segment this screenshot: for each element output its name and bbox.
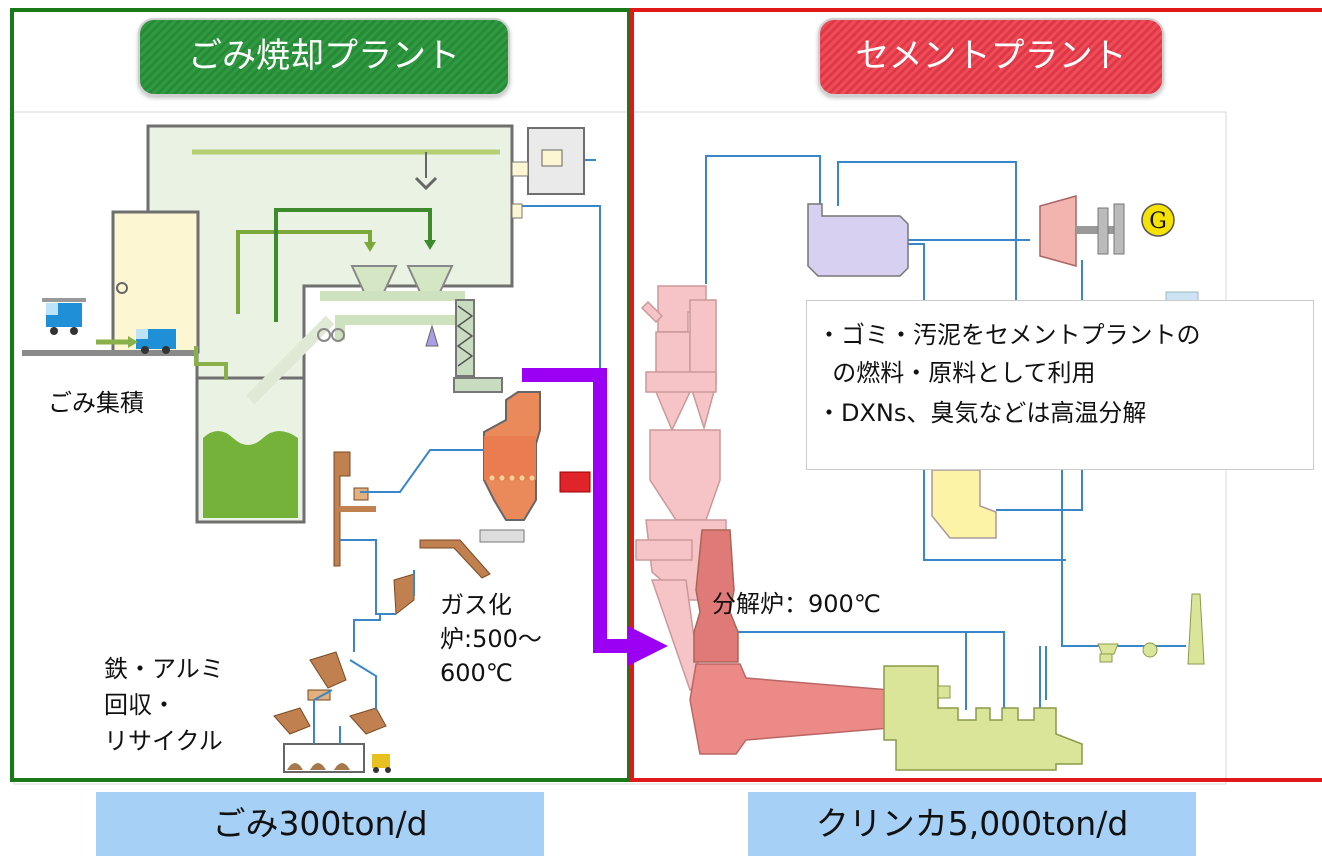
- boiler: [807, 203, 909, 277]
- blower: [559, 471, 591, 493]
- generator-icon: [1141, 203, 1175, 237]
- stack: [1187, 593, 1205, 665]
- cement-plant-title: セメントプラント: [818, 18, 1164, 96]
- turbine: [1039, 195, 1077, 267]
- label-calciner: 分解炉：900℃: [712, 590, 881, 618]
- loader-icon: [372, 754, 390, 768]
- generator-label: G: [1149, 209, 1167, 234]
- transfer-arrowhead: [628, 626, 668, 666]
- label-recycle-line1: 鉄・アルミ: [104, 655, 224, 683]
- receiving-hall: [111, 210, 200, 354]
- notes-box: ・ゴミ・汚泥をセメントプラントの の燃料・原料として利用 ・DXNs、臭気などは…: [806, 300, 1314, 470]
- flow-arrow: [274, 208, 432, 322]
- note-line: の燃料・原料として利用: [817, 359, 1096, 387]
- flow-arrow: [236, 230, 372, 314]
- bypass-unit: [931, 469, 997, 539]
- clinker-cooler: [883, 665, 1083, 771]
- exhaust-fan: [1142, 642, 1158, 658]
- label-gasifier-line2: 炉:500～: [440, 625, 542, 653]
- cement-frame: [630, 8, 1322, 782]
- calciner: [693, 529, 739, 663]
- note-line: ・DXNs、臭気などは高温分解: [817, 399, 1147, 427]
- waste-pile: [203, 431, 298, 518]
- incineration-plant-drawing: [22, 124, 601, 773]
- label-recycle-line2: 回収・: [104, 691, 176, 719]
- label-recycle-line3: リサイクル: [104, 727, 223, 755]
- label-gasifier-line3: 600℃: [440, 659, 513, 687]
- incineration-capacity: ごみ300ton/d: [96, 792, 544, 856]
- ground-slab: [22, 350, 196, 356]
- label-gasifier-line1: ガス化: [440, 591, 512, 619]
- incineration-frame: [10, 8, 631, 782]
- note-line: ・ゴミ・汚泥をセメントプラントの: [817, 321, 1201, 349]
- label-waste-collection: ごみ集積: [48, 389, 144, 417]
- rotary-kiln: [689, 663, 891, 755]
- cement-plant-drawing: [635, 155, 1205, 771]
- crane-grab: [414, 176, 438, 191]
- cement-capacity: クリンカ5,000ton/d: [748, 792, 1196, 856]
- transfer-arrow: [522, 368, 636, 653]
- incineration-plant-title: ごみ焼却プラント: [138, 18, 510, 96]
